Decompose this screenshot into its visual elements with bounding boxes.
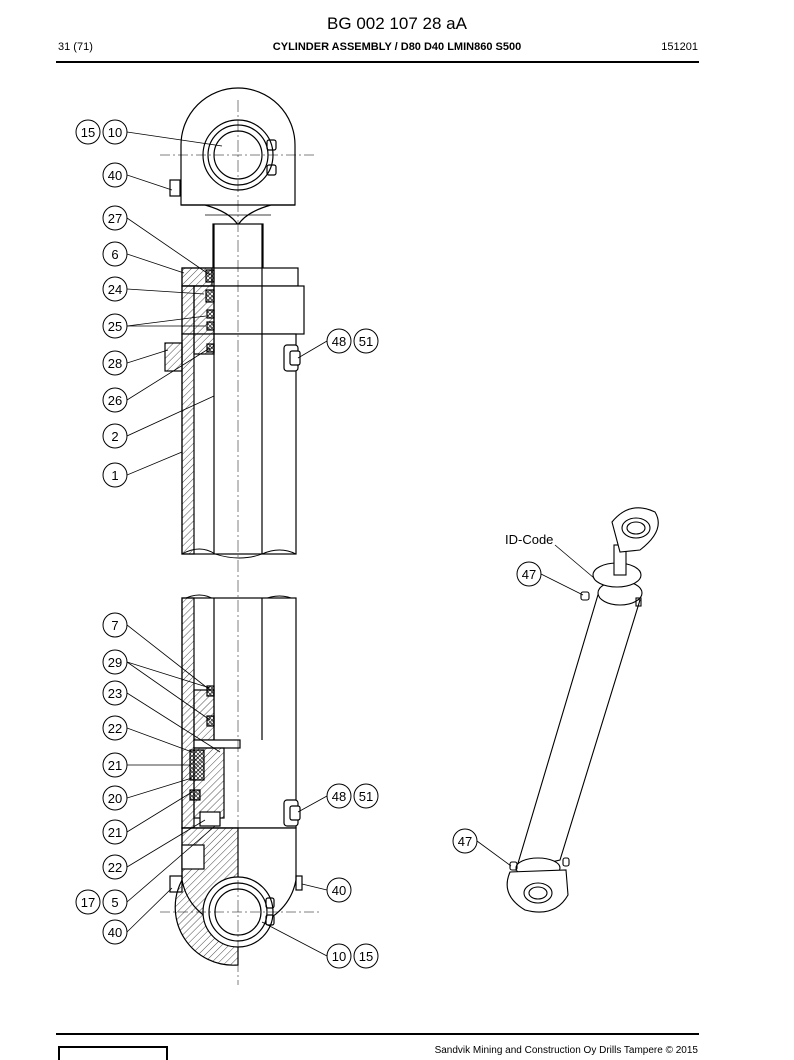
callouts	[75, 119, 542, 969]
callout-circle	[102, 752, 128, 778]
callout-circle	[102, 649, 128, 675]
lower-cylinder	[160, 594, 320, 966]
callout-1: 1	[111, 468, 118, 483]
callout-47: 47	[522, 567, 536, 582]
callout-22: 22	[108, 860, 122, 875]
callout-48: 48	[332, 789, 346, 804]
callout-circle	[353, 328, 379, 354]
callout-circle	[102, 119, 128, 145]
callout-10: 10	[108, 125, 122, 140]
callout-circle	[326, 943, 352, 969]
footer-copyright: Sandvik Mining and Construction Oy Drill…	[434, 1045, 698, 1056]
callout-circle	[326, 783, 352, 809]
callout-circle	[75, 889, 101, 915]
callout-28: 28	[108, 356, 122, 371]
callout-circle	[102, 919, 128, 945]
upper-cylinder	[164, 223, 305, 559]
callout-23: 23	[108, 686, 122, 701]
callout-circle	[102, 276, 128, 302]
callout-51: 51	[359, 789, 373, 804]
footer-rule	[56, 1033, 699, 1035]
callout-circle	[102, 162, 128, 188]
callout-circle	[102, 387, 128, 413]
callout-circle	[102, 854, 128, 880]
callout-circle	[102, 462, 128, 488]
callout-2: 2	[111, 429, 118, 444]
callout-25: 25	[108, 319, 122, 334]
callout-circle	[102, 680, 128, 706]
callout-5: 5	[111, 895, 118, 910]
callout-27: 27	[108, 211, 122, 226]
callout-circle	[102, 715, 128, 741]
callout-circle	[516, 561, 542, 587]
callout-labels: 15 10 40 27 6 24 25 28 26 2 1 48 51 7 29…	[81, 125, 536, 964]
callout-circle	[102, 313, 128, 339]
callout-15: 15	[81, 125, 95, 140]
callout-17: 17	[81, 895, 95, 910]
callout-circle	[102, 612, 128, 638]
isometric-cylinder-view	[506, 507, 659, 913]
callout-circle	[353, 783, 379, 809]
callout-6: 6	[111, 247, 118, 262]
callout-circle	[102, 819, 128, 845]
callout-40: 40	[108, 168, 122, 183]
callout-circle	[102, 205, 128, 231]
callout-circle	[326, 877, 352, 903]
header-rule	[56, 61, 699, 63]
callout-24: 24	[108, 282, 122, 297]
section-title: CYLINDER ASSEMBLY / D80 D40 LMIN860 S500	[272, 41, 522, 53]
callout-7: 7	[111, 618, 118, 633]
callout-circle	[353, 943, 379, 969]
callout-29: 29	[108, 655, 122, 670]
callout-26: 26	[108, 393, 122, 408]
callout-circle	[102, 423, 128, 449]
callout-circle	[452, 828, 478, 854]
callout-circle	[102, 889, 128, 915]
callout-circle	[102, 785, 128, 811]
callout-21: 21	[108, 758, 122, 773]
document-code: BG 002 107 28 aA	[327, 14, 467, 33]
revision-date: 151201	[661, 41, 698, 53]
callout-21: 21	[108, 825, 122, 840]
callout-48: 48	[332, 334, 346, 349]
leader-lines	[126, 131, 595, 957]
callout-circle	[326, 328, 352, 354]
callout-circle	[102, 241, 128, 267]
callout-15: 15	[359, 949, 373, 964]
callout-40: 40	[108, 925, 122, 940]
callout-22: 22	[108, 721, 122, 736]
callout-circle	[75, 119, 101, 145]
id-code-label: ID-Code	[505, 532, 553, 547]
callout-circle	[102, 350, 128, 376]
sandvik-logo	[58, 1046, 168, 1060]
callout-47: 47	[458, 834, 472, 849]
callout-40: 40	[332, 883, 346, 898]
page-number: 31 (71)	[58, 41, 93, 53]
callout-20: 20	[108, 791, 122, 806]
callout-10: 10	[332, 949, 346, 964]
callout-51: 51	[359, 334, 373, 349]
